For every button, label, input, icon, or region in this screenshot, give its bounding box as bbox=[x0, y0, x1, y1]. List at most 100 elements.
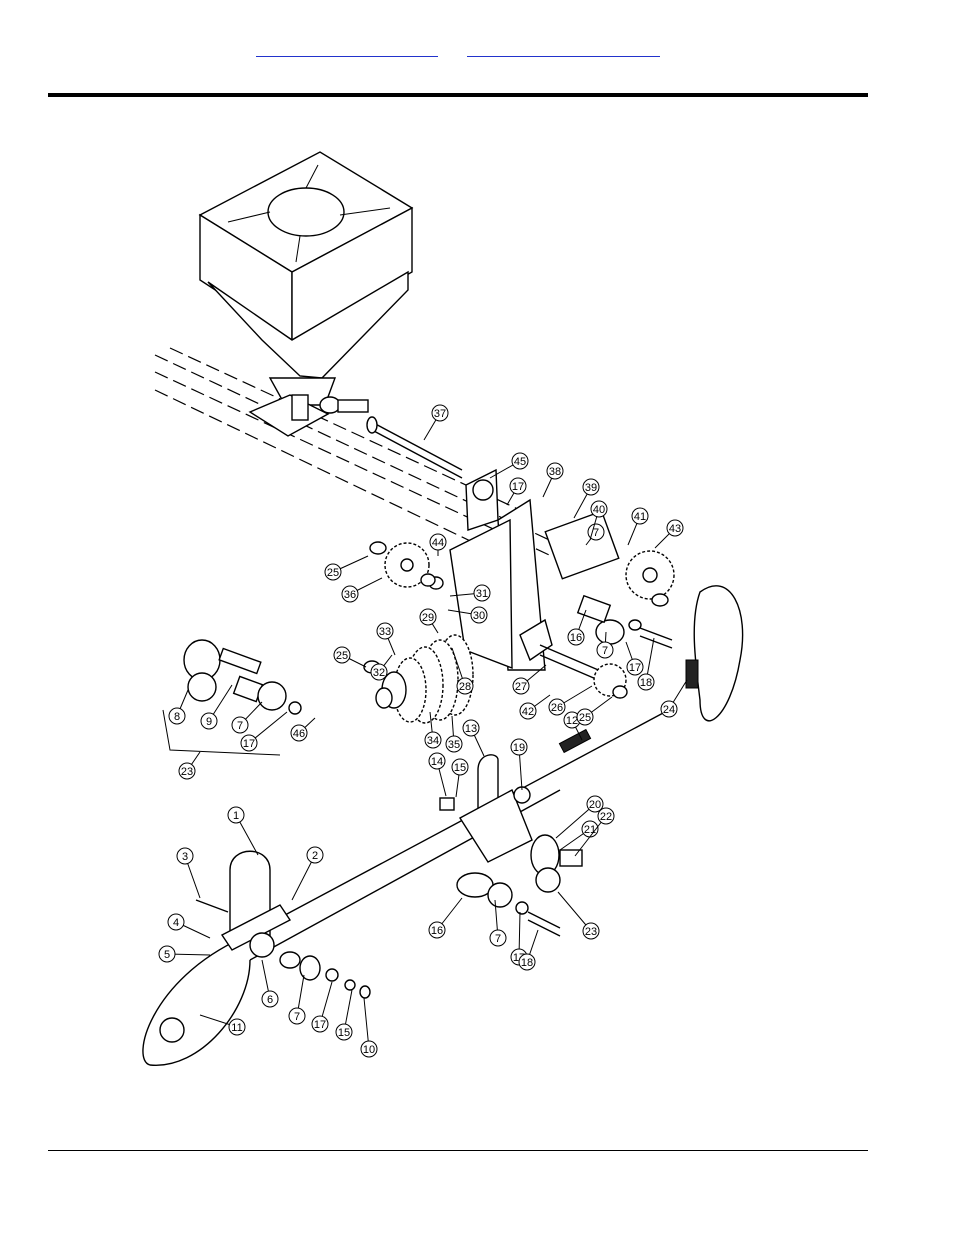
sprockets bbox=[369, 510, 675, 699]
callout-number: 12 bbox=[566, 715, 578, 727]
sprocket-cluster bbox=[363, 634, 474, 724]
callout-number: 41 bbox=[634, 511, 646, 523]
callout-29: 29 bbox=[419, 608, 439, 634]
callout-number: 36 bbox=[344, 589, 356, 601]
callout-number: 26 bbox=[551, 702, 563, 714]
callout-number: 9 bbox=[206, 716, 212, 728]
callout-15: 15 bbox=[335, 989, 353, 1041]
callout-number: 21 bbox=[584, 824, 596, 836]
callout-circle bbox=[428, 752, 446, 770]
callout-number: 24 bbox=[663, 704, 675, 716]
callout-circle bbox=[228, 1018, 246, 1036]
callout-number: 7 bbox=[495, 933, 501, 945]
callout-circle bbox=[341, 585, 359, 603]
callout-circle bbox=[376, 622, 394, 640]
footer-rule bbox=[48, 1150, 868, 1151]
callout-circle bbox=[168, 707, 186, 725]
callout-number: 27 bbox=[515, 681, 527, 693]
callout-number: 44 bbox=[432, 537, 444, 549]
leader-line bbox=[363, 997, 370, 1050]
callout-number: 33 bbox=[379, 626, 391, 638]
callout-number: 28 bbox=[459, 681, 471, 693]
callout-38: 38 bbox=[542, 462, 564, 498]
callout-number: 20 bbox=[589, 799, 601, 811]
callout-circle bbox=[456, 677, 474, 695]
callout-46: 46 bbox=[290, 717, 316, 742]
callout-36: 36 bbox=[341, 577, 383, 603]
callout-25: 25 bbox=[324, 555, 369, 581]
callout-9: 9 bbox=[200, 684, 233, 730]
callout-25: 25 bbox=[333, 646, 367, 668]
callout-number: 15 bbox=[454, 762, 466, 774]
callout-number: 25 bbox=[336, 650, 348, 662]
callout-circle bbox=[311, 1015, 329, 1033]
callout-7: 7 bbox=[596, 631, 614, 659]
callout-18: 18 bbox=[637, 637, 655, 691]
callout-number: 4 bbox=[173, 917, 179, 929]
callout-17: 17 bbox=[506, 477, 527, 506]
header-link-left[interactable] bbox=[256, 40, 438, 57]
callout-circle bbox=[470, 606, 488, 624]
callout-number: 13 bbox=[465, 723, 477, 735]
header-rule bbox=[48, 93, 868, 97]
callout-circle bbox=[431, 404, 449, 422]
callout-number: 32 bbox=[373, 667, 385, 679]
callout-circle bbox=[582, 922, 600, 940]
callout-number: 45 bbox=[514, 456, 526, 468]
callout-number: 30 bbox=[473, 610, 485, 622]
callout-circle bbox=[597, 807, 615, 825]
callout-number: 23 bbox=[181, 766, 193, 778]
callout-number: 17 bbox=[629, 662, 641, 674]
callout-11: 11 bbox=[199, 1014, 246, 1036]
callout-circle bbox=[240, 734, 258, 752]
callout-number: 11 bbox=[231, 1022, 242, 1034]
callout-27: 27 bbox=[512, 664, 547, 695]
callout-circle bbox=[660, 700, 678, 718]
callout-number: 43 bbox=[669, 523, 681, 535]
callout-7: 7 bbox=[585, 523, 605, 546]
callout-33: 33 bbox=[376, 622, 396, 656]
callout-16: 16 bbox=[428, 897, 463, 939]
callout-circle bbox=[576, 708, 594, 726]
callout-26: 26 bbox=[548, 685, 593, 716]
callout-circle bbox=[200, 712, 218, 730]
callout-number: 7 bbox=[294, 1011, 300, 1023]
lower-idler-assembly bbox=[195, 850, 371, 999]
main-bracket bbox=[449, 468, 611, 686]
callout-37: 37 bbox=[423, 404, 449, 441]
callout-number: 5 bbox=[164, 949, 170, 961]
callout-24: 24 bbox=[660, 679, 688, 718]
callout-17: 17 bbox=[625, 641, 644, 676]
callout-circle bbox=[176, 847, 194, 865]
callout-15: 15 bbox=[451, 758, 469, 798]
leader-line bbox=[557, 891, 592, 932]
callout-circle bbox=[519, 702, 537, 720]
callout-number: 46 bbox=[293, 728, 305, 740]
callout-13: 13 bbox=[462, 719, 485, 757]
callout-3: 3 bbox=[176, 847, 201, 899]
callout-41: 41 bbox=[627, 507, 649, 546]
callout-circle bbox=[231, 716, 249, 734]
callout-circle bbox=[511, 452, 529, 470]
callout-7: 7 bbox=[288, 974, 306, 1025]
callout-circle bbox=[546, 462, 564, 480]
header-link-right[interactable] bbox=[467, 40, 660, 57]
callout-number: 40 bbox=[593, 504, 605, 516]
callout-circle bbox=[360, 1040, 378, 1058]
hopper-base bbox=[248, 394, 369, 437]
callout-circle bbox=[631, 507, 649, 525]
callout-34: 34 bbox=[424, 711, 442, 749]
callout-circle bbox=[288, 1007, 306, 1025]
chain-loop bbox=[685, 585, 744, 722]
callout-17: 17 bbox=[240, 711, 288, 752]
callout-number: 38 bbox=[549, 466, 561, 478]
callout-42: 42 bbox=[519, 694, 551, 720]
callout-number: 17 bbox=[512, 481, 524, 493]
callout-circle bbox=[424, 731, 442, 749]
callout-number: 17 bbox=[314, 1019, 326, 1031]
callout-45: 45 bbox=[489, 452, 529, 479]
callout-circle bbox=[510, 738, 528, 756]
callout-4: 4 bbox=[167, 913, 211, 939]
callout-number: 15 bbox=[338, 1027, 350, 1039]
callout-circle bbox=[596, 641, 614, 659]
